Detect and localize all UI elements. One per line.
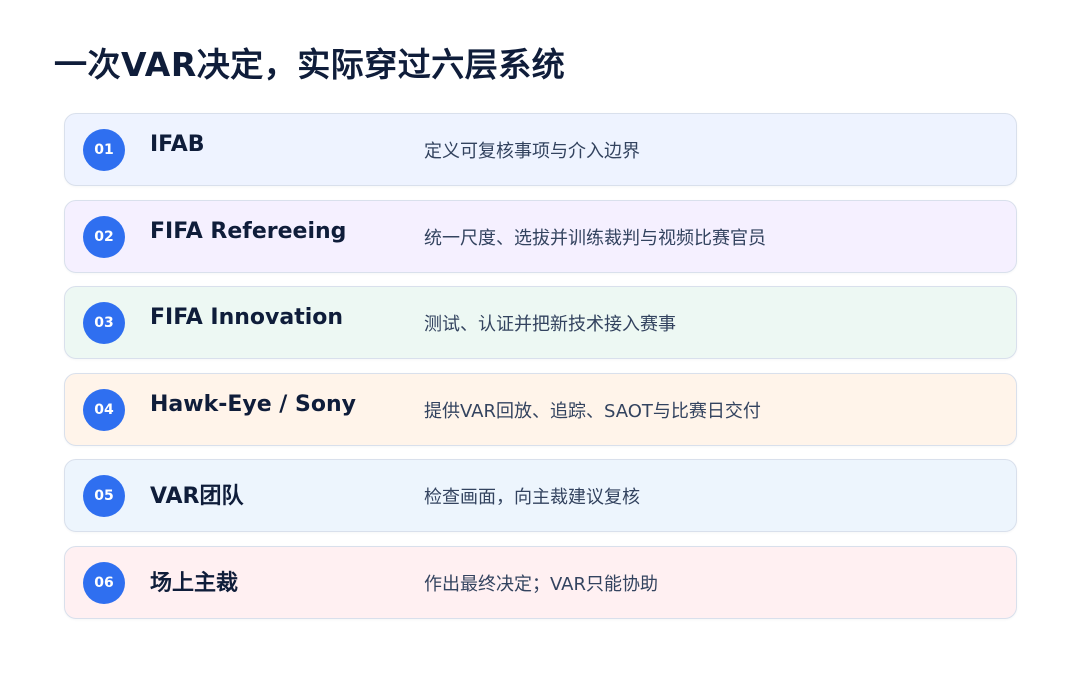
page-title: 一次VAR决定，实际穿过六层系统 [54,45,566,84]
layer-number-badge: 03 [83,302,125,344]
layer-name: FIFA Refereeing [150,218,347,244]
layer-description: 检查画面，向主裁建议复核 [424,487,640,508]
layer-name: IFAB [150,132,205,157]
layer-list: 01 IFAB 定义可复核事项与介入边界 02 FIFA Refereeing … [64,113,1017,632]
layer-row-ifab: 01 IFAB 定义可复核事项与介入边界 [64,113,1017,186]
layer-description: 定义可复核事项与介入边界 [424,141,640,162]
layer-name: VAR团队 [150,484,244,509]
layer-row-on-field-referee: 06 场上主裁 作出最终决定；VAR只能协助 [64,545,1017,619]
layer-name: Hawk-Eye / Sony [150,391,356,417]
layer-description: 提供VAR回放、追踪、SAOT与比赛日交付 [424,400,761,422]
layer-description: 统一尺度、选拔并训练裁判与视频比赛官员 [424,227,766,249]
layer-number-badge: 04 [83,388,125,431]
layer-row-hawk-eye-sony: 04 Hawk-Eye / Sony 提供VAR回放、追踪、SAOT与比赛日交付 [64,372,1017,446]
layer-row-var-team: 05 VAR团队 检查画面，向主裁建议复核 [64,459,1017,532]
layer-name: 场上主裁 [150,570,239,596]
layer-number-badge: 05 [83,475,125,517]
layer-description: 测试、认证并把新技术接入赛事 [424,314,676,335]
layer-number-badge: 06 [83,561,125,604]
layer-number-badge: 02 [83,215,125,258]
layer-row-fifa-innovation: 03 FIFA Innovation 测试、认证并把新技术接入赛事 [64,286,1017,359]
layer-description: 作出最终决定；VAR只能协助 [424,573,658,595]
layer-number-badge: 01 [83,129,125,171]
layer-name: FIFA Innovation [150,305,344,330]
layer-row-fifa-refereeing: 02 FIFA Refereeing 统一尺度、选拔并训练裁判与视频比赛官员 [64,199,1017,273]
